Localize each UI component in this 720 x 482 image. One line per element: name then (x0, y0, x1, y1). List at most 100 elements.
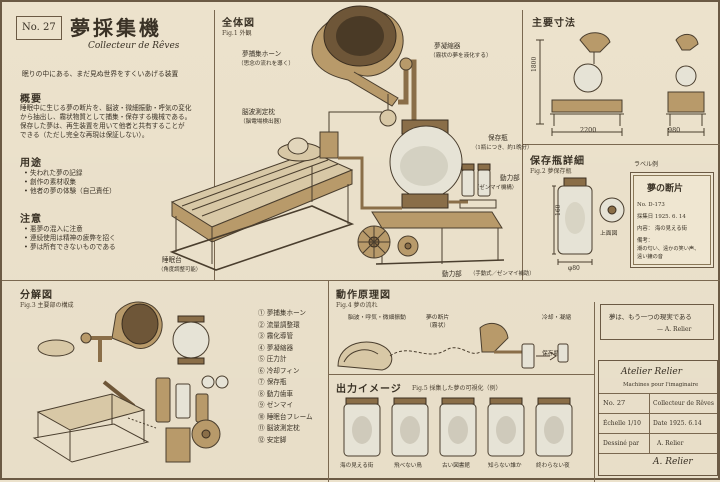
list-item: ⑨ ゼンマイ (258, 401, 294, 409)
dim-depth: 980 (668, 126, 681, 134)
uses-heading: 用途 (20, 158, 42, 169)
output-heading: 出力イメージ (336, 384, 402, 395)
list-item: ⑤ 圧力計 (258, 355, 287, 363)
divider (594, 302, 595, 482)
exploded-heading: 分解図 (20, 290, 53, 301)
machine-base (371, 211, 505, 265)
list-item: ⑪ 脳波測定枕 (258, 424, 300, 432)
bottle-detail-caption: Fig.2 夢保存瓶 (530, 168, 572, 175)
dim-height: 1800 (531, 56, 538, 72)
list-item: ④ 夢凝縮器 (258, 343, 294, 352)
part-gauge (201, 375, 229, 389)
divider (328, 281, 329, 482)
jar-label: 知らない誰か (488, 463, 522, 469)
label-card-row: 備考： (637, 238, 654, 244)
part-gear (165, 419, 221, 463)
label-example-title: ラベル例 (634, 161, 659, 168)
quote-box: 夢は、もう一つの現実である — A. Relier (600, 304, 714, 340)
divider (214, 10, 215, 280)
principle-heading: 動作原理図 (336, 290, 391, 301)
principle-caption: Fig.4 夢の流れ (336, 302, 378, 309)
bottle-top-view-label: 上面図 (600, 231, 618, 237)
divider (522, 10, 523, 280)
label-bed: 睡眠台 (162, 256, 182, 264)
label-card-row: 遠い鐘の音 (637, 254, 663, 260)
jar-label: 飛べない鳥 (394, 463, 422, 469)
label-bottle: 保存瓶 (488, 134, 508, 142)
bottle-drawing (552, 177, 625, 265)
overview-heading: 概要 (20, 94, 42, 105)
main-figure-caption: Fig.1 外観 (222, 30, 252, 37)
dimensions-heading: 主要寸法 (532, 18, 576, 29)
bed (169, 137, 355, 271)
part-frame (32, 393, 150, 463)
label-drive: 動力部 (442, 270, 462, 278)
label-card-row: 採集日 1925. 6. 14 (637, 214, 686, 220)
list-item: ③ 霧化導管 (258, 332, 294, 340)
label-bottle-sub: （1瓶につき、約1晩分） (472, 145, 533, 151)
part-globe (172, 315, 210, 365)
list-item: • 悪夢の混入に注意 (24, 225, 83, 233)
overview-line: から抽出し、霧状物質として捕集・保存する機械である。 (20, 113, 192, 121)
list-item: • 他者の夢の体験（自己責任） (24, 187, 116, 195)
list-item: ⑩ 睡眠台フレーム (258, 412, 313, 421)
main-figure-heading: 全体図 (222, 18, 255, 29)
tb-drawn-by: A. Relier (657, 440, 684, 447)
jar-label: 海の見える街 (340, 463, 374, 469)
dream-collector-illustration (169, 5, 505, 271)
label-card-title: 夢の断片 (647, 184, 684, 194)
principle-diagram (337, 322, 569, 371)
label-condenser: 夢凝縮器 (434, 42, 461, 50)
bottle-height: 160 (555, 204, 562, 216)
label-card-row: 内容： 海の見える街 (637, 226, 688, 232)
list-item: ⑫ 安定脚 (258, 435, 287, 444)
cautions-list: • 悪夢の混入に注意 • 連続使用は精神の疲弊を招く • 夢は所有できないもので… (24, 225, 116, 252)
label-power: 動力部 (500, 174, 520, 182)
label-sensor: 脳波測定枕 (242, 108, 275, 116)
bottle-detail-heading: 保存瓶詳細 (530, 156, 585, 167)
sleeper-head (337, 341, 393, 371)
tb-date: Date 1925. 6.14 (653, 420, 702, 427)
jar-label: 古い図書館 (442, 463, 470, 469)
brainwave-pillow (319, 111, 382, 159)
overview-line: できる（ただし完全な再現は保証しない）。 (20, 131, 149, 139)
side-elevation (666, 34, 706, 126)
title-block: Atelier Relier Machines pour l'imaginair… (598, 360, 718, 476)
dimension-drawings (536, 32, 706, 136)
label-bed-sub: （角度調整可能） (158, 267, 202, 273)
exploded-illustration (32, 301, 229, 463)
page-title: 夢採集機 (70, 16, 162, 40)
storage-bottles (459, 163, 497, 209)
label-horn-sub: （思念の流れを導く） (238, 61, 294, 67)
divider (2, 280, 720, 281)
sheet-number: No. 27 (22, 22, 56, 33)
jar (343, 397, 381, 457)
label-sensor-sub: （脳電場検出器） (240, 119, 285, 125)
output-caption: Fig.5 採集した夢の可視化（例） (412, 385, 502, 392)
front-elevation (550, 32, 624, 126)
list-item: ① 夢捕集ホーン (258, 309, 306, 317)
uses-list: • 失われた夢の記録 • 創作の素材収集 • 他者の夢の体験（自己責任） (24, 169, 116, 196)
divider (329, 374, 594, 375)
quote-author: — A. Relier (657, 326, 692, 333)
parts-list: ① 夢捕集ホーン ② 流量調整環 ③ 霧化導管 ④ 夢凝縮器 ⑤ 圧力計 ⑥ 冷… (258, 308, 313, 446)
jar (487, 397, 525, 457)
output-jars (343, 397, 573, 457)
part-bottles (155, 377, 209, 423)
jar-label: 終わらない夜 (536, 463, 570, 469)
label-drive-sub: （手動式／ゼンマイ補助） (470, 271, 535, 277)
label-condenser-sub: （霧状の夢を液化する） (430, 53, 492, 59)
number-box: No. 27 (16, 16, 62, 40)
label-power-sub: （ゼンマイ機構） (474, 185, 518, 191)
principle-step: 冷却・凝縮 (542, 315, 571, 321)
drive-gears (357, 225, 419, 259)
dim-width: 2200 (580, 126, 597, 134)
bottle-diameter: φ80 (568, 265, 580, 272)
tb-number: No. 27 (603, 399, 626, 407)
label-card-row: No. D-173 (637, 202, 665, 208)
part-pipe (80, 332, 112, 362)
list-item: • 創作の素材収集 (24, 178, 77, 186)
list-item: • 連続使用は精神の疲弊を招く (24, 234, 116, 242)
principle-step: 脳波・呼気・微細振動 (348, 315, 406, 321)
